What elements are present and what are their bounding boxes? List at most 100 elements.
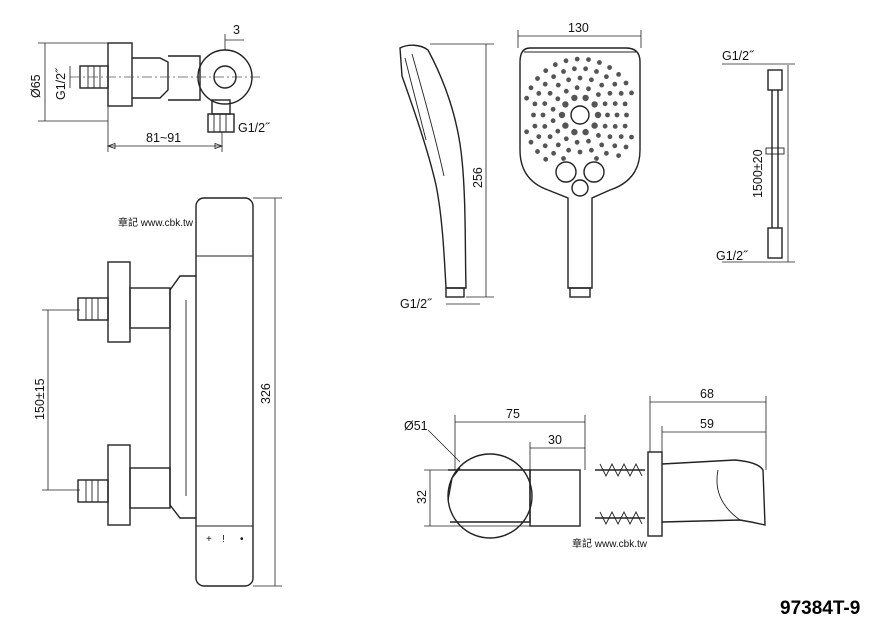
nozzle-dot [528,139,534,145]
label-diam-65: Ø65 [29,74,43,98]
nozzle-dot [591,122,598,129]
nozzle-dot [629,90,634,96]
hand-shower-front-view: 130 [517,21,642,298]
nozzle-dot [612,101,618,106]
nozzle-dot [563,136,569,142]
nozzle-dot [574,56,580,62]
nozzle-dot [532,123,538,129]
label-g-bottom-left: G1/2˝ [238,121,270,135]
label-dim-3: 3 [233,23,240,37]
nozzle-dot [582,94,589,102]
nozzle-dot [616,72,621,77]
nozzle-dot [555,96,561,102]
nozzle-dot [602,123,608,129]
nozzle-dot [563,58,569,64]
nozzle-dot [622,123,628,129]
nozzle-dot [543,156,549,162]
nozzle-dot [586,138,591,144]
nozzle-dot [586,86,591,92]
label-dim-150: 150±15 [33,378,47,420]
nozzle-dot [607,90,613,96]
label-dim-326: 326 [259,383,273,404]
nozzle-dot [596,92,601,97]
nozzle-dot [591,101,598,108]
nozzle-dot [618,134,624,140]
nozzle-dot [566,147,571,153]
nozzle-dot [550,118,556,124]
nozzle-dot [622,101,628,107]
nozzle-dot [602,101,608,107]
label-dim-32: 32 [415,490,429,504]
nozzle-dot [604,150,609,156]
nozzle-dot [531,112,536,118]
shower-nozzles [524,56,634,162]
nozzle-dot [607,134,613,140]
label-dim-256: 256 [471,167,485,188]
nozzle-dot [616,153,621,159]
nozzle-dot [624,112,629,118]
nozzle-dot [594,69,599,74]
nozzle-dot [535,149,540,154]
shower-hose: G1/2˝ 1500±20 G1/2˝ [716,49,795,263]
thermostat-front-view: + ! • 150±15 326 章記 www.cbk.tw [33,197,282,587]
nozzle-dot [594,156,599,161]
label-dim-59: 59 [700,417,714,431]
svg-text:•: • [240,534,244,545]
nozzle-dot [582,128,589,136]
nozzle-dot [551,74,556,80]
label-g-top-left: G1/2˝ [54,68,68,100]
watermark-1: 章記 www.cbk.tw [118,216,194,229]
nozzle-dot [555,82,561,88]
nozzle-dot [532,101,538,107]
nozzle-dot [550,106,556,112]
nozzle-dot [623,144,629,150]
label-dim-130: 130 [568,21,589,35]
nozzle-dot [612,143,618,149]
nozzle-dot [543,68,549,74]
model-number: 97384T-9 [780,598,860,619]
label-dim-68: 68 [700,387,714,401]
svg-text:+: + [206,534,212,545]
nozzle-dot [577,149,583,155]
nozzle-dot [542,101,548,106]
hand-shower-side-view: 256 G1/2˝ [399,43,494,311]
nozzle-dot [572,66,577,72]
label-dim-1500: 1500±20 [751,149,765,198]
nozzle-dot [597,60,602,65]
nozzle-dot [574,139,580,145]
nozzle-dot [524,129,529,135]
nozzle-dot [535,76,540,81]
nozzle-dot [551,150,556,156]
nozzle-dot [629,134,634,140]
nozzle-dot [599,142,605,148]
nozzle-dot [574,85,580,91]
svg-text:!: ! [222,534,225,545]
nozzle-dot [594,111,602,119]
label-dim-30: 30 [548,433,562,447]
holder-side-view: Ø51 75 30 32 [404,407,586,539]
nozzle-dot [540,112,546,118]
label-dim-81-91: 81~91 [146,131,181,145]
connector-side-view: Ø65 G1/2˝ 3 G1/2˝ 81~91 [29,23,270,152]
nozzle-dot [566,77,571,83]
nozzle-dot [596,133,601,138]
nozzle-dot [586,57,591,62]
nozzle-dot [612,81,618,87]
label-g-hose-top: G1/2˝ [722,49,754,63]
nozzle-dot [562,101,569,108]
nozzle-dot [547,90,553,96]
nozzle-dot [558,111,566,119]
label-dim-75: 75 [506,407,520,421]
nozzle-dot [589,77,594,83]
nozzle-dot [605,112,610,118]
nozzle-dot [562,122,569,129]
nozzle-dot [612,124,618,129]
nozzle-dot [618,91,624,96]
nozzle-dot [599,82,605,88]
nozzle-dot [623,80,629,86]
label-g-hose-bottom: G1/2˝ [716,249,748,263]
nozzle-dot [542,81,548,87]
nozzle-dot [536,91,542,96]
holder-with-screws: 68 59 章記 www.cbk.tw [572,387,767,550]
watermark-2: 章記 www.cbk.tw [572,537,648,550]
